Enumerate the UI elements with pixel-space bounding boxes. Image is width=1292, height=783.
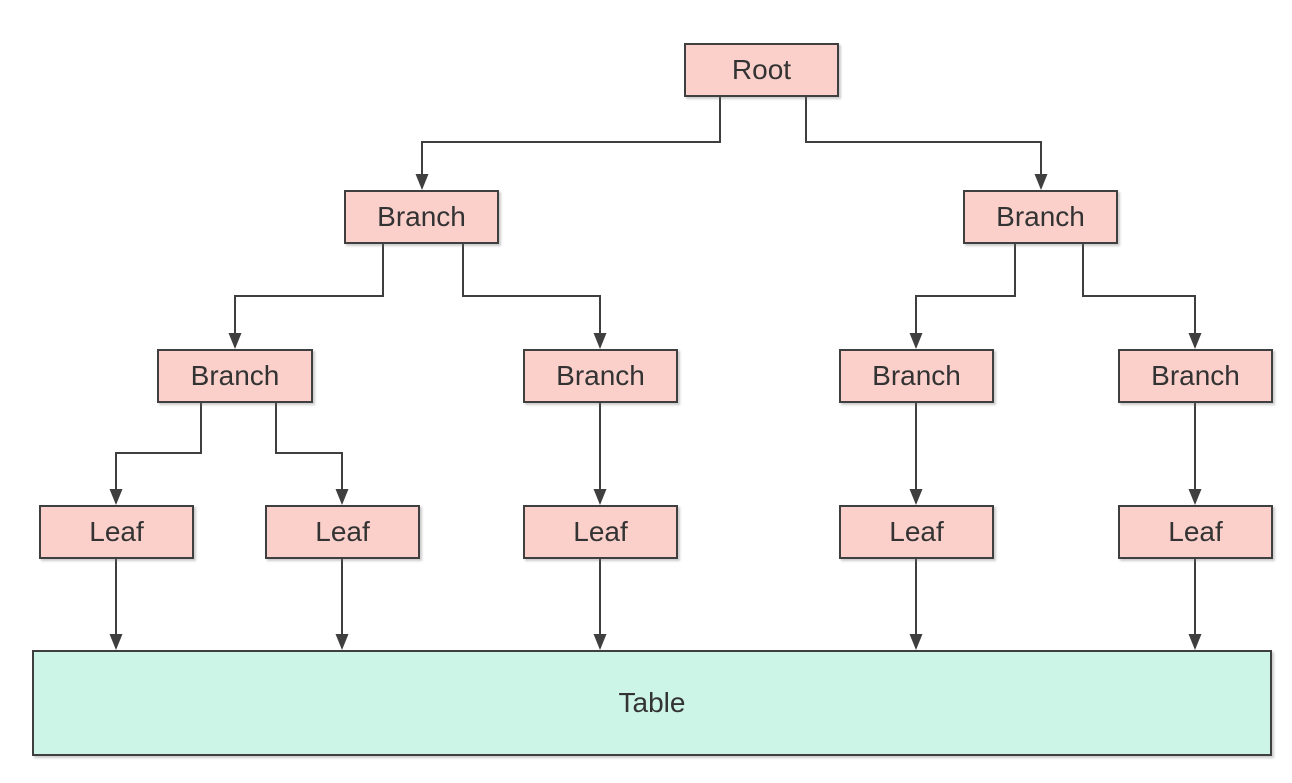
edge-branch-right-to-branch-right-right (1082, 244, 1202, 349)
edge-branch-left-left-to-leaf-2 (275, 403, 349, 505)
node-branch-left: Branch (344, 190, 499, 244)
edge-branch-right-to-branch-right-left (909, 244, 1016, 349)
node-branch-right-left: Branch (839, 349, 994, 403)
node-leaf-1: Leaf (39, 505, 194, 559)
node-leaf-2: Leaf (265, 505, 420, 559)
edge-root-to-branch-left (415, 97, 721, 190)
node-leaf-5: Leaf (1118, 505, 1273, 559)
node-branch-right: Branch (963, 190, 1118, 244)
edge-branch-left-to-branch-left-right (462, 244, 607, 349)
node-leaf-3: Leaf (523, 505, 678, 559)
node-branch-left-right: Branch (523, 349, 678, 403)
edge-branch-left-to-branch-left-left (228, 244, 384, 349)
node-table: Table (32, 650, 1272, 756)
edge-root-to-branch-right (805, 97, 1048, 190)
node-branch-left-left: Branch (157, 349, 313, 403)
node-branch-right-right: Branch (1118, 349, 1273, 403)
node-root: Root (684, 43, 839, 97)
node-leaf-4: Leaf (839, 505, 994, 559)
edge-branch-left-left-to-leaf-1 (109, 403, 202, 505)
